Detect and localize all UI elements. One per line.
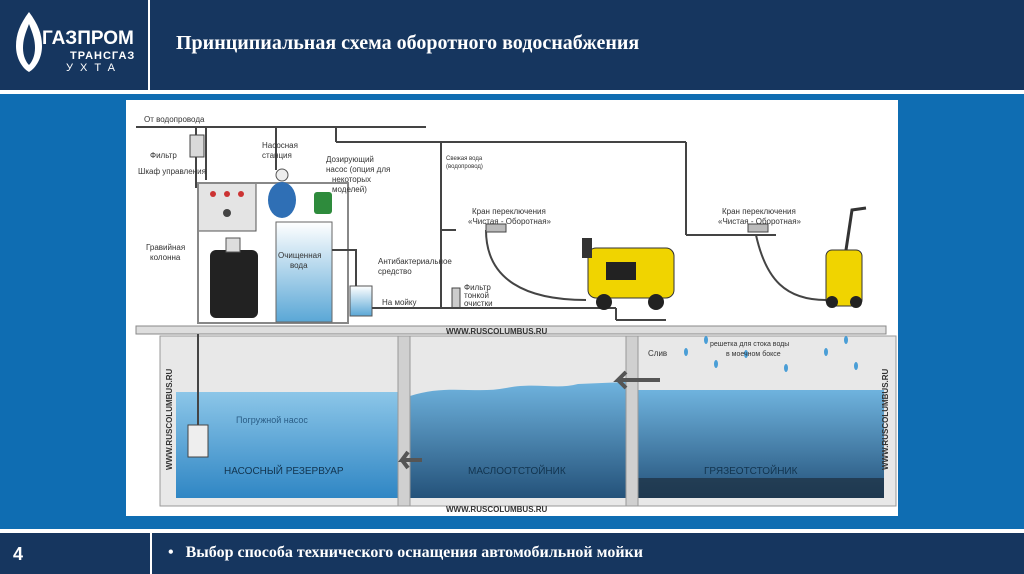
label-dosing-3: некоторых: [332, 175, 371, 184]
label-fine-filter-2: тонкой: [464, 291, 489, 300]
water-recycling-diagram: От водопровода Фильтр Шкаф управления На…: [126, 100, 898, 516]
footer-bullet-item: • Выбор способа технического оснащения ав…: [168, 544, 643, 562]
logo-city: УХТА: [66, 62, 123, 74]
header-divider: [0, 90, 1024, 94]
label-antibac-2: средство: [378, 267, 412, 276]
label-site-right: WWW.RUSCOLUMBUS.RU: [881, 368, 890, 470]
page-number: 4: [13, 544, 24, 564]
footer-vertical-divider: [150, 533, 152, 574]
diagram-canvas: От водопровода Фильтр Шкаф управления На…: [135, 115, 897, 514]
label-grate-2: в моечном боксе: [726, 350, 781, 358]
valve-b-icon: [747, 223, 769, 233]
label-control-cabinet: Шкаф управления: [138, 167, 206, 176]
label-tank-pump: НАСОСНЫЙ РЕЗЕРВУАР: [224, 464, 344, 477]
label-pump-station-1: Насосная: [262, 141, 298, 150]
label-site-left: WWW.RUSCOLUMBUS.RU: [165, 368, 174, 470]
drain-water-drops: [684, 336, 858, 372]
antibacterial-container: [349, 285, 373, 317]
label-valve-a-2: «Чистая - Оборотная»: [468, 217, 552, 226]
label-purified-2: вода: [290, 261, 308, 270]
label-tank-oil: МАСЛООТСТОЙНИК: [468, 464, 566, 477]
label-grate-1: решетка для стока воды: [710, 341, 789, 348]
label-valve-b-1: Кран переключения: [722, 207, 796, 216]
bullet-icon: •: [168, 544, 174, 561]
label-to-wash: На мойку: [382, 298, 416, 307]
valve-a-icon: [485, 223, 507, 233]
label-valve-a-1: Кран переключения: [472, 207, 546, 216]
label-dosing-2: насос (опция для: [326, 165, 390, 174]
hot-water-washer: [582, 238, 675, 310]
dosing-pump: [314, 192, 332, 214]
label-from-water-supply: От водопровода: [144, 115, 205, 124]
company-logo: ГАЗПРОМ ТРАНСГАЗ УХТА: [0, 0, 150, 90]
oil-tank-water: [410, 382, 626, 498]
supply-pipes: [136, 126, 736, 236]
page-title: Принципиальная схема оборотного водоснаб…: [176, 32, 640, 54]
label-dosing-1: Дозирующий: [326, 155, 374, 164]
pump-tank-water: [176, 392, 398, 498]
flow-arrow-left-2: [613, 370, 660, 390]
label-fresh-water-2: (водопровод): [446, 164, 483, 170]
label-filter: Фильтр: [150, 151, 177, 160]
cold-water-washer: [825, 206, 867, 308]
flow-arrow-left-1: [398, 450, 422, 470]
label-fine-filter-3: очистки: [464, 299, 493, 308]
header-bar: [0, 0, 1024, 90]
fine-filter: [451, 287, 461, 309]
footer-divider-line: [0, 529, 1024, 533]
submersible-pump-icon: [187, 424, 209, 458]
flame-logo-icon: [16, 12, 42, 72]
partition-1: [397, 335, 411, 507]
label-site-top: WWW.RUSCOLUMBUS.RU: [446, 327, 548, 336]
floor-slab: [135, 325, 887, 335]
partition-2: [625, 335, 639, 507]
label-drain: Слив: [648, 349, 667, 358]
control-cabinet: [197, 182, 257, 232]
logo-sub: ТРАНСГАЗ: [70, 50, 136, 62]
label-valve-b-2: «Чистая - Оборотная»: [718, 217, 802, 226]
purified-water-tank: [275, 221, 333, 323]
gravel-column: [210, 250, 258, 318]
label-gravel-2: колонна: [150, 253, 181, 262]
label-dosing-4: моделей): [332, 185, 367, 194]
label-fresh-water-1: Свежая вода: [446, 156, 483, 162]
label-gravel-1: Гравийная: [146, 243, 185, 252]
wash-pipes: [372, 229, 827, 321]
label-submersible-pump: Погружной насос: [236, 415, 308, 425]
pump-station-frame: [197, 182, 349, 324]
label-purified-1: Очищенная: [278, 251, 321, 260]
footer-bar: [0, 533, 1024, 574]
label-tank-mud: ГРЯЗЕОТСТОЙНИК: [704, 464, 798, 477]
label-site-bottom: WWW.RUSCOLUMBUS.RU: [446, 505, 548, 514]
logo-brand: ГАЗПРОМ: [42, 28, 134, 49]
footer-text: Выбор способа технического оснащения авт…: [185, 544, 643, 561]
label-antibac-1: Антибактериальное: [378, 257, 452, 266]
label-pump-station-2: станция: [262, 151, 292, 160]
label-fine-filter-1: Фильтр: [464, 283, 491, 292]
filter-icon: [189, 134, 205, 158]
pump-station-tank: [268, 182, 296, 218]
